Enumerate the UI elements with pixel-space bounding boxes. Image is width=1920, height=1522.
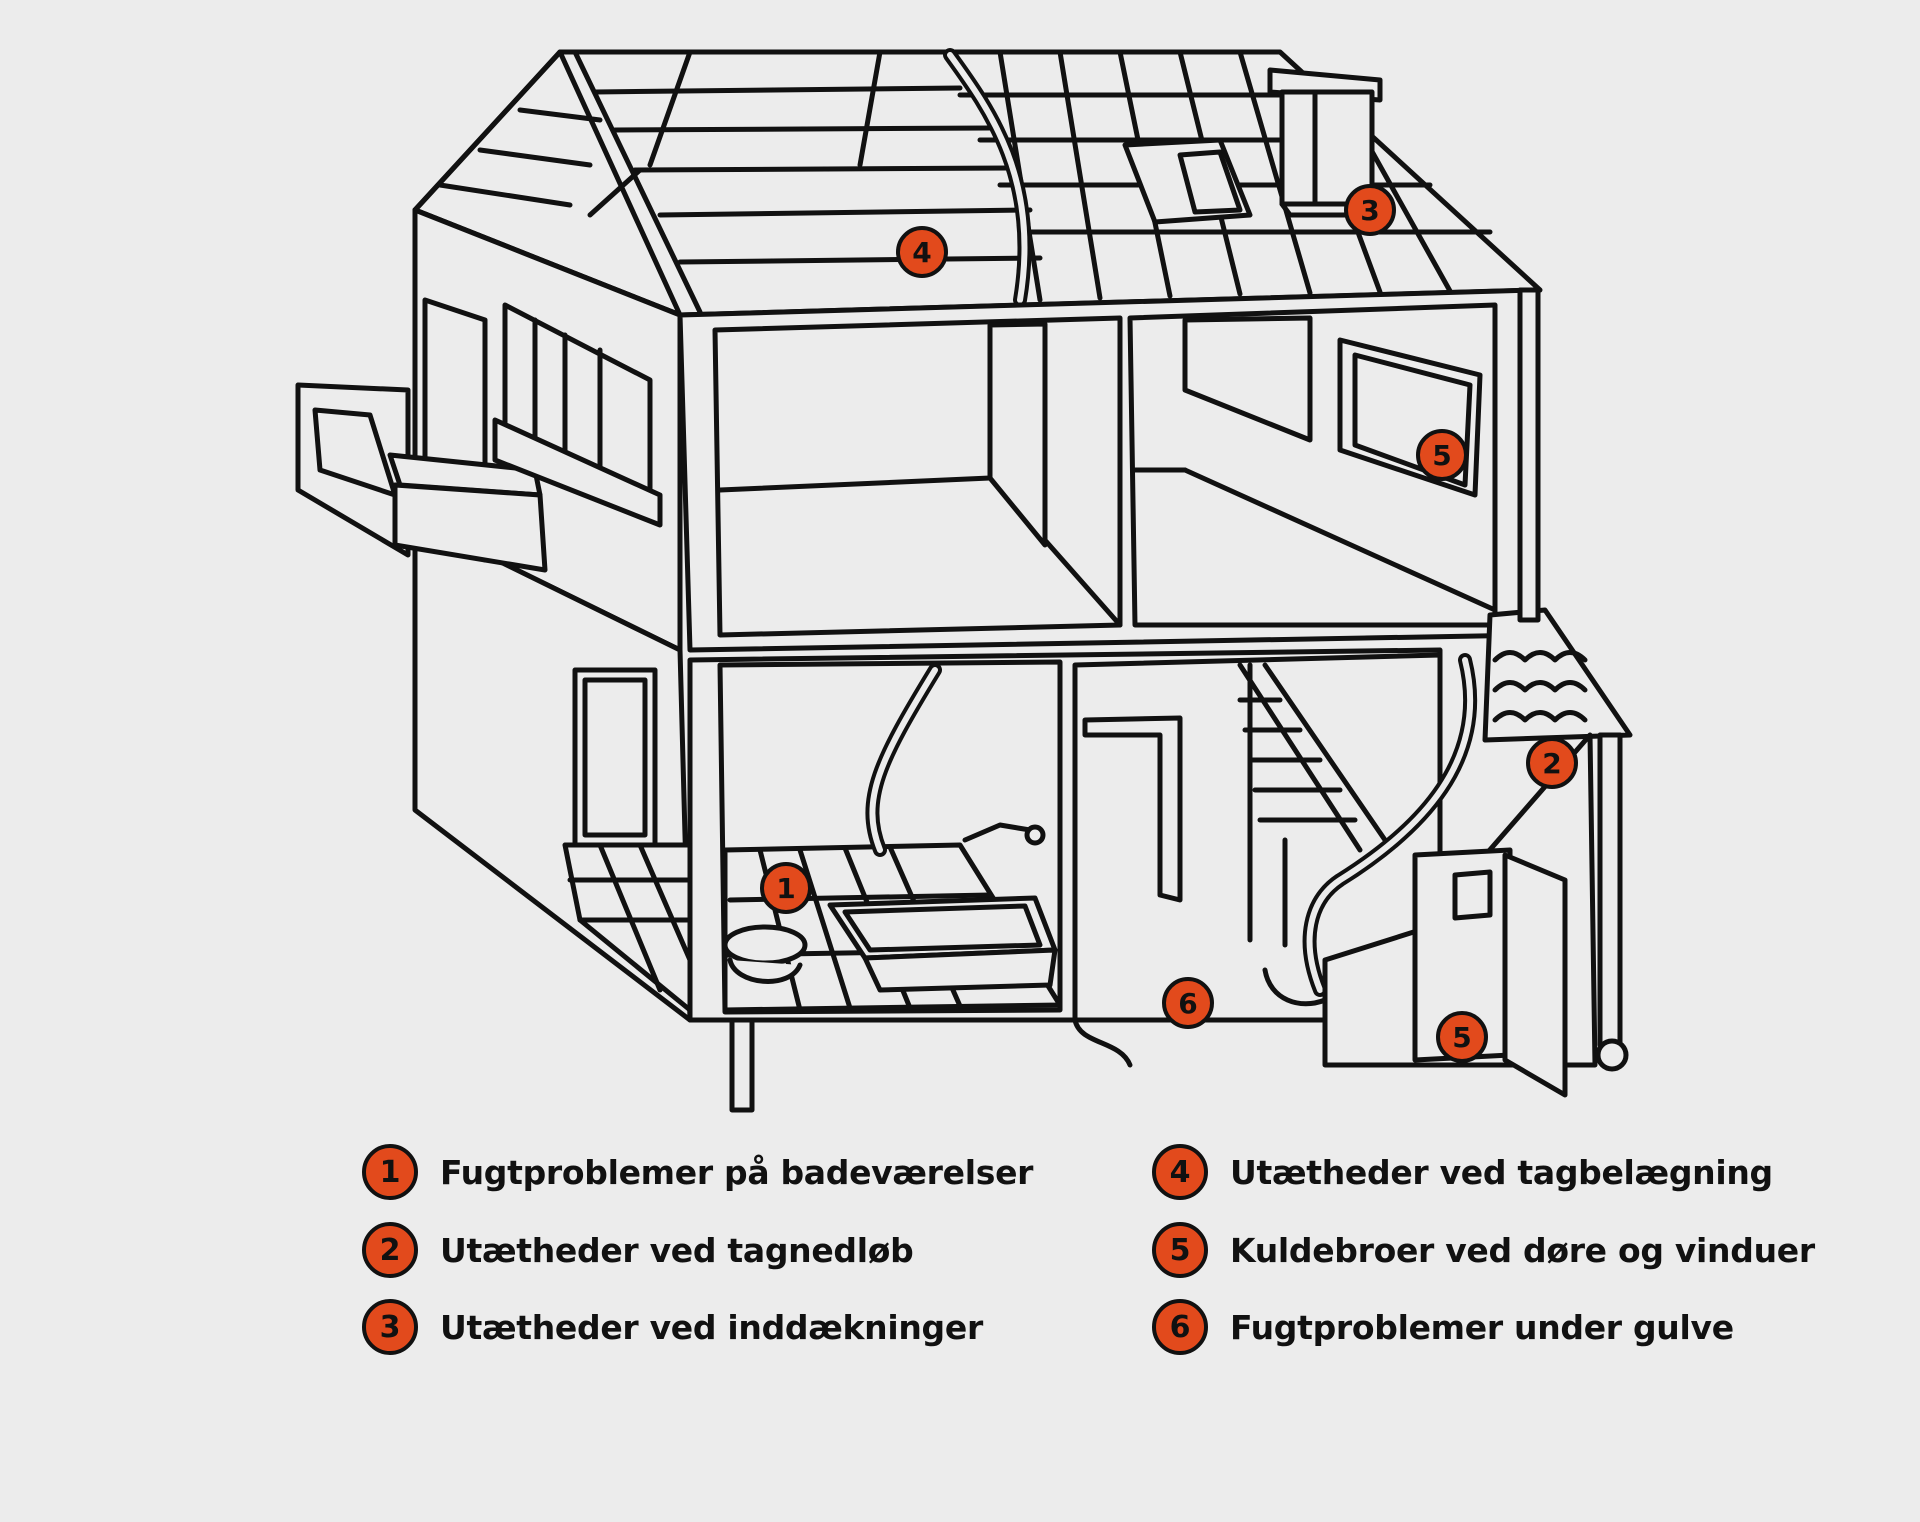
roof xyxy=(412,48,1543,318)
marker-1: 1 xyxy=(760,862,812,914)
svg-text:1: 1 xyxy=(776,872,795,905)
svg-text:5: 5 xyxy=(1452,1021,1471,1054)
marker-5-window: 5 xyxy=(1416,429,1468,481)
annex xyxy=(1262,287,1633,1098)
building-structure xyxy=(412,207,1538,1023)
marker-3: 3 xyxy=(1344,184,1396,236)
svg-text:4: 4 xyxy=(912,236,931,269)
balcony xyxy=(295,382,663,573)
marker-6: 6 xyxy=(1162,977,1214,1029)
svg-text:5: 5 xyxy=(1432,439,1451,472)
svg-text:3: 3 xyxy=(1360,194,1379,227)
marker-5-door: 5 xyxy=(1436,1011,1488,1063)
svg-text:6: 6 xyxy=(1178,987,1197,1020)
svg-text:2: 2 xyxy=(1542,747,1561,780)
marker-4: 4 xyxy=(896,226,948,278)
marker-2: 2 xyxy=(1526,737,1578,789)
